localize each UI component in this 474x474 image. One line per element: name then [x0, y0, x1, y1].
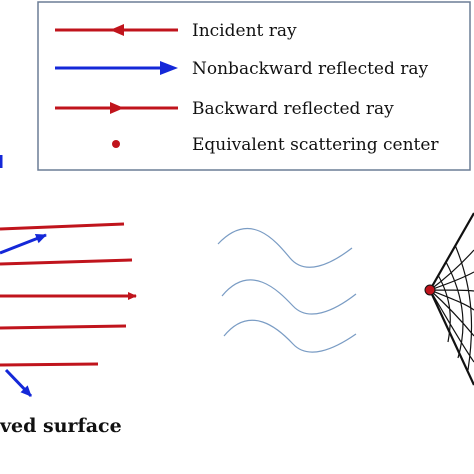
legend-label: Backward reflected ray — [192, 99, 394, 119]
nonbackward-ray-arrowhead — [160, 61, 178, 75]
legend-label: Incident ray — [192, 21, 297, 41]
backward-ray-arrowhead — [110, 102, 124, 114]
incident-ray — [0, 362, 99, 367]
legend-item-backward-ray: Backward reflected ray — [55, 99, 394, 119]
target-structure — [424, 212, 474, 386]
ray-group — [0, 222, 137, 398]
incident-ray-arrowhead — [110, 24, 124, 36]
incident-ray — [0, 258, 133, 266]
legend-label: Nonbackward reflected ray — [192, 59, 429, 79]
wave-line — [223, 319, 357, 353]
wave-line — [217, 228, 353, 268]
incident-ray — [0, 222, 125, 231]
incident-ray — [0, 324, 127, 330]
target-mesh — [429, 244, 474, 371]
nonbackward-reflected-ray — [4, 368, 33, 398]
legend: Incident ray Nonbackward reflected ray B… — [37, 1, 471, 171]
surface-caption: ved surface — [0, 415, 122, 437]
legend-item-incident-ray: Incident ray — [55, 21, 297, 41]
wave-line — [221, 279, 357, 315]
scattering-center-symbol — [112, 140, 120, 148]
legend-item-scattering-center: Equivalent scattering center — [112, 135, 439, 155]
legend-label: Equivalent scattering center — [192, 135, 439, 155]
nonbackward-reflected-ray — [0, 233, 47, 255]
legend-item-nonbackward-ray: Nonbackward reflected ray — [55, 59, 429, 79]
wave-lines — [217, 228, 357, 353]
equivalent-scattering-center — [424, 284, 436, 296]
